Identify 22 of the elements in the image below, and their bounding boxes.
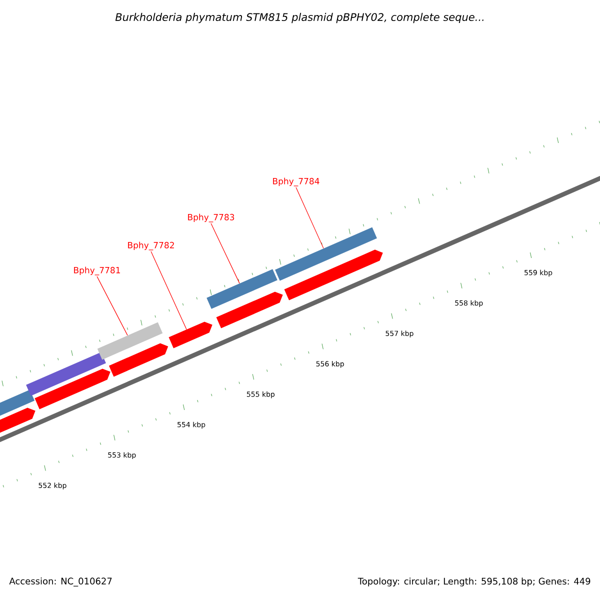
gene-bar: [97, 322, 163, 360]
gene-feature: [34, 368, 110, 410]
accession-text: Accession: NC_010627: [9, 578, 112, 586]
gene-label: Bphy_7781: [74, 266, 120, 276]
leader-line: [210, 223, 240, 284]
gene-label: Bphy_7784: [273, 178, 320, 186]
gene-feature: [0, 408, 36, 434]
title: Burkholderia phymatum STM815 plasmid pBPHY02, complete seque...: [115, 12, 484, 24]
summary-text: Topology: circular; Length: 595,108 bp; Genes: 449: [358, 578, 590, 586]
gene-bar: [275, 227, 377, 281]
gene-feature: [108, 343, 168, 377]
gene-feature: [168, 322, 212, 348]
gene-label: Bphy_7783: [188, 214, 234, 222]
gene-bar: [26, 352, 106, 396]
gene-feature: [284, 250, 383, 300]
gene-bar: [0, 390, 35, 418]
gene-feature: [216, 292, 283, 328]
leader-line: [96, 276, 128, 336]
leader-line: [150, 251, 187, 330]
gene-bar: [206, 269, 278, 309]
gene-label: Bphy_7782: [128, 242, 174, 250]
leader-line: [296, 187, 324, 249]
